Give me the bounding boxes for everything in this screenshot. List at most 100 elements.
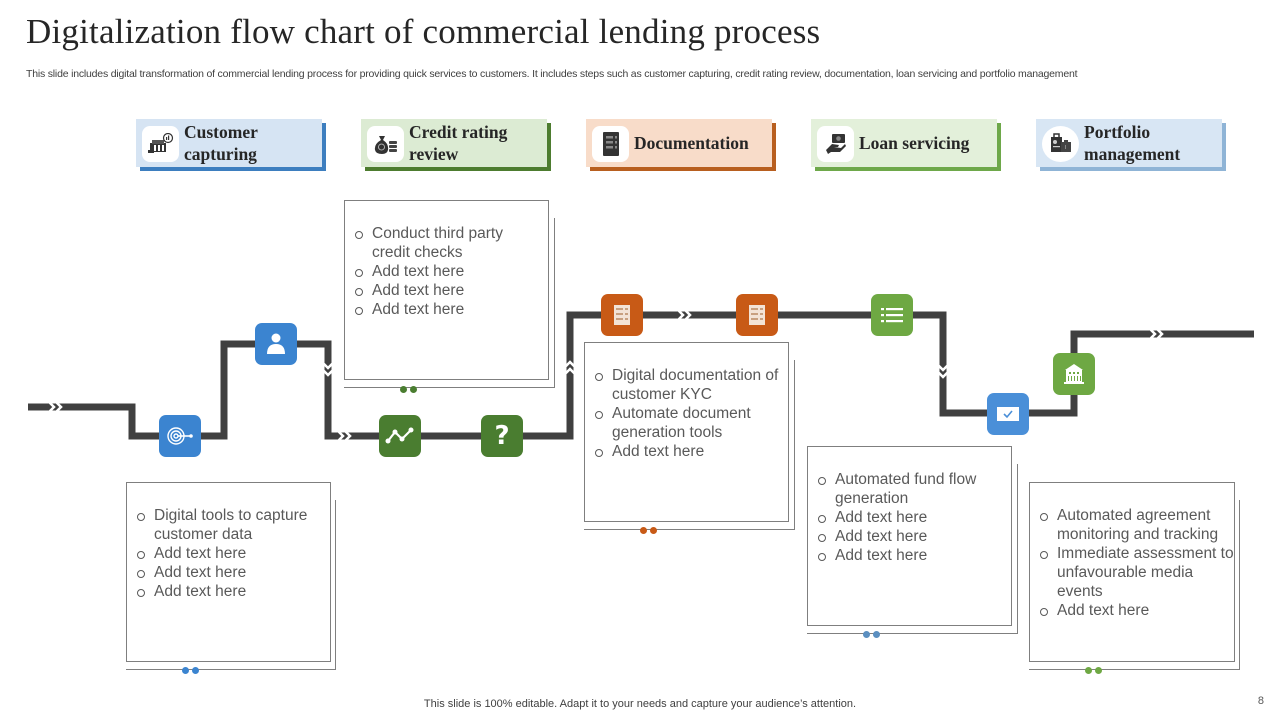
dot — [1085, 667, 1092, 674]
list-item: Add text here — [817, 546, 1002, 565]
list-item: Add text here — [136, 582, 326, 601]
node-envelope-check — [987, 393, 1029, 435]
list-item: Digital documentation of customer KYC — [594, 366, 789, 404]
bank-building-icon — [1064, 364, 1084, 384]
stage-accent — [365, 167, 551, 171]
chevron-right-icon — [1149, 328, 1164, 340]
node-line-chart — [379, 415, 421, 457]
stage-accent — [590, 167, 776, 171]
stage-accent — [322, 123, 326, 171]
card-list: Automated agreement monitoring and track… — [1039, 506, 1235, 620]
card-list: Conduct third party credit checks Add te… — [354, 224, 539, 319]
footer-note: This slide is 100% editable. Adapt it to… — [423, 698, 857, 710]
dot — [863, 631, 870, 638]
card-frame — [807, 446, 1012, 626]
list-icon — [881, 308, 903, 323]
card-border — [344, 218, 555, 388]
list-item: Add text here — [1039, 601, 1235, 620]
list-item: Add text here — [136, 544, 326, 563]
card-border — [807, 464, 1018, 634]
card-dots — [640, 527, 657, 534]
node-target — [159, 415, 201, 457]
chevron-right-icon — [48, 401, 63, 413]
stage-label: Documentation — [634, 133, 749, 153]
card-border — [1029, 500, 1240, 670]
list-item: Immediate assessment to unfavourable med… — [1039, 544, 1235, 601]
stage-accent — [140, 167, 326, 171]
stage-accent — [997, 123, 1001, 171]
card-frame — [1029, 482, 1235, 662]
list-item: Digital tools to capture customer data — [136, 506, 326, 544]
card-border — [126, 500, 336, 670]
briefcase-profile-icon — [1042, 126, 1079, 162]
line-chart-icon — [385, 427, 414, 444]
info-card-loan-servicing: Automated fund flow generation Add text … — [807, 446, 1019, 641]
list-item: Add text here — [354, 300, 539, 319]
info-card-credit-rating: Conduct third party credit checks Add te… — [344, 200, 556, 395]
hand-money-icon — [817, 126, 854, 162]
target-dart-icon — [167, 427, 193, 445]
dot — [650, 527, 657, 534]
node-document-2 — [736, 294, 778, 336]
document-icon — [614, 305, 630, 325]
document-icon — [749, 305, 765, 325]
card-list: Automated fund flow generation Add text … — [817, 470, 1002, 565]
page-number: 8 — [1257, 695, 1264, 707]
node-document-1 — [601, 294, 643, 336]
card-frame — [584, 342, 789, 522]
list-item: Add text here — [817, 508, 1002, 527]
dot — [192, 667, 199, 674]
stage-customer-capturing: Customer capturing — [136, 119, 326, 171]
stage-documentation: Documentation — [586, 119, 776, 171]
info-card-portfolio-management: Automated agreement monitoring and track… — [1029, 482, 1241, 677]
chevron-down-icon — [937, 364, 949, 379]
dot — [873, 631, 880, 638]
list-item: Add text here — [594, 442, 789, 461]
node-question: ? — [481, 415, 523, 457]
envelope-check-icon — [997, 407, 1019, 421]
user-icon — [267, 333, 285, 354]
customer-data-icon — [142, 126, 179, 162]
list-item: Add text here — [136, 563, 326, 582]
stage-loan-servicing: Loan servicing — [811, 119, 1001, 171]
question-mark-icon: ? — [494, 421, 510, 451]
card-border — [584, 360, 795, 530]
list-item: Automated fund flow generation — [817, 470, 1002, 508]
list-item: Add text here — [817, 527, 1002, 546]
card-dots — [182, 667, 199, 674]
stage-portfolio-management: Portfolio management — [1036, 119, 1226, 171]
node-bank — [1053, 353, 1095, 395]
dot — [400, 386, 407, 393]
list-item: Conduct third party credit checks — [354, 224, 539, 262]
dot — [410, 386, 417, 393]
stage-accent — [772, 123, 776, 171]
info-card-customer-capturing: Digital tools to capture customer data A… — [126, 482, 338, 674]
flow-line — [28, 311, 1254, 440]
chevron-up-icon — [564, 360, 576, 375]
stage-label: Portfolio management — [1084, 122, 1181, 164]
document-list-icon — [592, 126, 629, 162]
stage-label: Credit rating review — [409, 122, 508, 164]
list-item: Add text here — [354, 262, 539, 281]
stage-accent — [1222, 123, 1226, 171]
dot — [182, 667, 189, 674]
page-subtitle: This slide includes digital transformati… — [26, 68, 1078, 80]
card-list: Digital documentation of customer KYC Au… — [594, 366, 789, 461]
page-title: Digitalization flow chart of commercial … — [26, 12, 821, 51]
stage-label: Customer capturing — [184, 122, 258, 164]
card-dots — [863, 631, 880, 638]
card-list: Digital tools to capture customer data A… — [136, 506, 326, 601]
list-item: Automate document generation tools — [594, 404, 789, 442]
card-dots — [400, 386, 417, 393]
node-list — [871, 294, 913, 336]
list-item: Add text here — [354, 281, 539, 300]
stage-label: Loan servicing — [859, 133, 970, 153]
money-bag-coins-icon — [367, 126, 404, 162]
chevron-right-icon — [677, 309, 692, 321]
dot — [640, 527, 647, 534]
card-frame — [344, 200, 549, 380]
dot — [1095, 667, 1102, 674]
stage-accent — [1040, 167, 1226, 171]
info-card-documentation: Digital documentation of customer KYC Au… — [584, 342, 796, 537]
